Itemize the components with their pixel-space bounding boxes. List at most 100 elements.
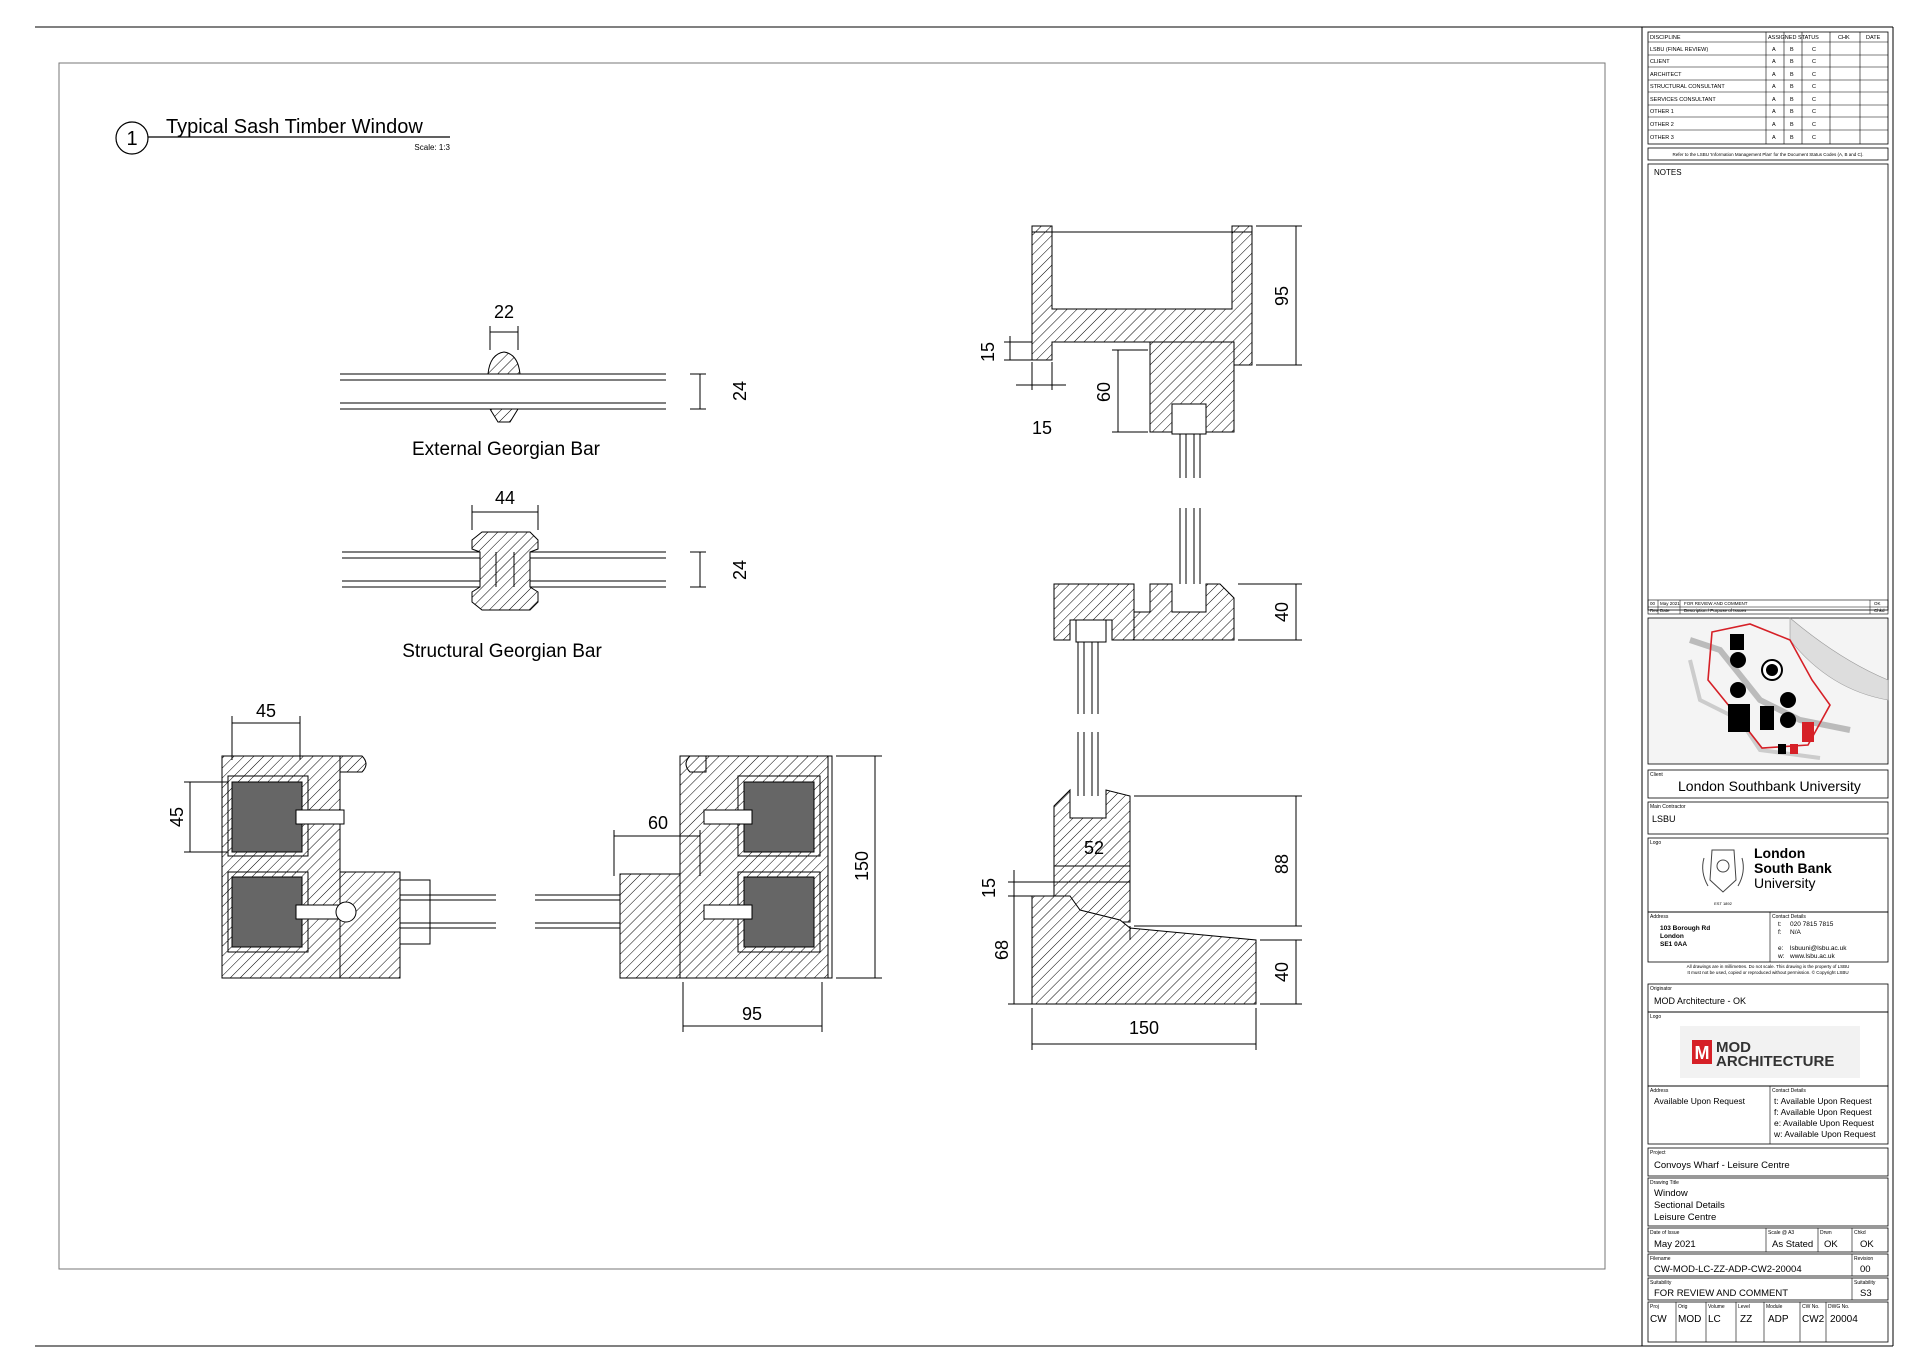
status-header-chk: CHK	[1838, 35, 1850, 41]
issue-drwn: OK	[1824, 1239, 1838, 1250]
status-header-date: DATE	[1866, 35, 1881, 41]
contact-label: Contact Details	[1772, 914, 1806, 920]
status-b: B	[1790, 47, 1794, 53]
status-c: C	[1812, 97, 1816, 103]
dim-sill-88: 88	[1272, 854, 1292, 874]
status-c: C	[1812, 72, 1816, 78]
mod-logo-line1: MOD	[1716, 1039, 1751, 1056]
status-a: A	[1772, 59, 1776, 65]
external-bar-label: External Georgian Bar	[412, 439, 601, 460]
status-footnote: Refer to the LSBU 'Information Managemen…	[1672, 152, 1863, 157]
contact-f-label: f:	[1778, 929, 1782, 936]
issue-chkd-label: Chkd	[1854, 1230, 1866, 1236]
revision-label: Revision	[1854, 1256, 1873, 1262]
dim-plan-left-width: 45	[256, 701, 276, 721]
drawing-title-line3: Leisure Centre	[1654, 1212, 1716, 1223]
code-label-orig: Orig	[1678, 1304, 1688, 1310]
status-a: A	[1772, 72, 1776, 78]
status-row-label: LSBU (FINAL REVIEW)	[1650, 47, 1708, 53]
status-row-label: STRUCTURAL CONSULTANT	[1650, 84, 1725, 90]
dim-plan-right-width: 60	[648, 813, 668, 833]
code-label-level: Level	[1738, 1304, 1750, 1310]
address-label: Address	[1650, 914, 1669, 920]
main-contractor-label: Main Contractor	[1650, 804, 1686, 810]
code-value-orig: MOD	[1678, 1314, 1701, 1325]
status-c: C	[1812, 135, 1816, 141]
dim-head-15b: 15	[1032, 418, 1052, 438]
client-label: Client	[1650, 772, 1663, 778]
lsbu-crest-icon	[1702, 849, 1744, 893]
lsbu-logo-line3: University	[1754, 875, 1815, 891]
status-a: A	[1772, 109, 1776, 115]
issue-drwn-label: Drwn	[1820, 1230, 1832, 1236]
code-value-module: ADP	[1768, 1314, 1789, 1325]
dim-plan-right-bottom: 95	[742, 1004, 762, 1024]
orig-contact-e: e: Available Upon Request	[1774, 1118, 1875, 1128]
status-c: C	[1812, 109, 1816, 115]
status-row: STRUCTURAL CONSULTANT A B C	[1650, 84, 1816, 90]
filename-value: CW-MOD-LC-ZZ-ADP-CW2-20004	[1654, 1264, 1802, 1275]
originator-value: MOD Architecture - OK	[1654, 996, 1746, 1006]
status-row: OTHER 1 A B C	[1650, 109, 1816, 115]
contact-e-label: e:	[1778, 945, 1784, 952]
dim-sill-52: 52	[1084, 838, 1104, 858]
status-a: A	[1772, 97, 1776, 103]
plan-detail-right: 60 150 95	[535, 755, 882, 1032]
contact-e: lsbuuni@lsbu.ac.uk	[1790, 945, 1847, 952]
address-line2: London	[1660, 933, 1684, 940]
originator-label: Originator	[1650, 986, 1672, 992]
status-row: SERVICES CONSULTANT A B C	[1650, 97, 1816, 103]
mod-architecture-logo: M MOD ARCHITECTURE	[1680, 1026, 1860, 1078]
status-c: C	[1812, 47, 1816, 53]
lsbu-logo-line2: South Bank	[1754, 860, 1832, 876]
detail-number: 1	[126, 128, 137, 150]
filename-label: Filename	[1650, 1256, 1671, 1262]
detail-number-circle	[115, 121, 149, 155]
suitability-value: FOR REVIEW AND COMMENT	[1654, 1288, 1788, 1299]
status-row-label: CLIENT	[1650, 59, 1670, 65]
code-label-proj: Proj	[1650, 1304, 1659, 1310]
issue-scale: As Stated	[1772, 1239, 1813, 1250]
status-row-label: OTHER 1	[1650, 109, 1674, 115]
suitability-label: Suitability	[1650, 1280, 1672, 1286]
dim-sill-68: 68	[992, 940, 1012, 960]
dim-plan-left-height: 45	[167, 807, 187, 827]
code-value-level: ZZ	[1740, 1314, 1752, 1325]
notes-label: NOTES	[1654, 168, 1682, 177]
status-row: ARCHITECT A B C	[1650, 72, 1816, 78]
drawing-title-line1: Window	[1654, 1188, 1688, 1199]
external-georgian-bar: 22 24 External Georgian Bar	[340, 302, 750, 460]
drawing-title-label: Drawing Title	[1650, 1180, 1679, 1186]
lsbu-logo-label: Logo	[1650, 840, 1661, 846]
rev-header-rev: Rev	[1650, 608, 1659, 613]
contact-w-label: w:	[1777, 953, 1785, 960]
dim-meeting-40: 40	[1272, 602, 1292, 622]
lsbu-logo-line1: London	[1754, 845, 1805, 861]
status-b: B	[1790, 59, 1794, 65]
status-b: B	[1790, 109, 1794, 115]
status-b: B	[1790, 72, 1794, 78]
code-value-proj: CW	[1650, 1314, 1667, 1325]
dim-ext-bar-height: 24	[730, 381, 750, 401]
rev-desc: FOR REVIEW AND COMMENT	[1684, 601, 1748, 606]
dim-sill-150: 150	[1129, 1018, 1159, 1038]
lsbu-est: EST 1892	[1714, 901, 1732, 906]
status-c: C	[1812, 59, 1816, 65]
section-sill: 88 52 15 68 40 150	[979, 732, 1302, 1050]
issue-chkd: OK	[1860, 1239, 1874, 1250]
code-label-module: Module	[1766, 1304, 1783, 1310]
code-label-cwno: CW No.	[1802, 1304, 1820, 1310]
main-contractor-value: LSBU	[1652, 814, 1676, 824]
drawing-title-line2: Sectional Details	[1654, 1200, 1725, 1211]
structural-georgian-bar: 44 24 Structural Georgian Bar	[342, 488, 750, 662]
section-head: 95 15 15 60	[978, 225, 1302, 478]
rev-no: 00	[1650, 601, 1656, 606]
status-c: C	[1812, 84, 1816, 90]
status-a: A	[1772, 84, 1776, 90]
orig-contact-label: Contact Details	[1772, 1088, 1806, 1094]
issue-date-label: Date of Issue	[1650, 1230, 1680, 1236]
dim-ext-bar-width: 22	[494, 302, 514, 322]
dim-sill-15: 15	[979, 878, 999, 898]
mod-logo-line2: ARCHITECTURE	[1716, 1053, 1834, 1070]
